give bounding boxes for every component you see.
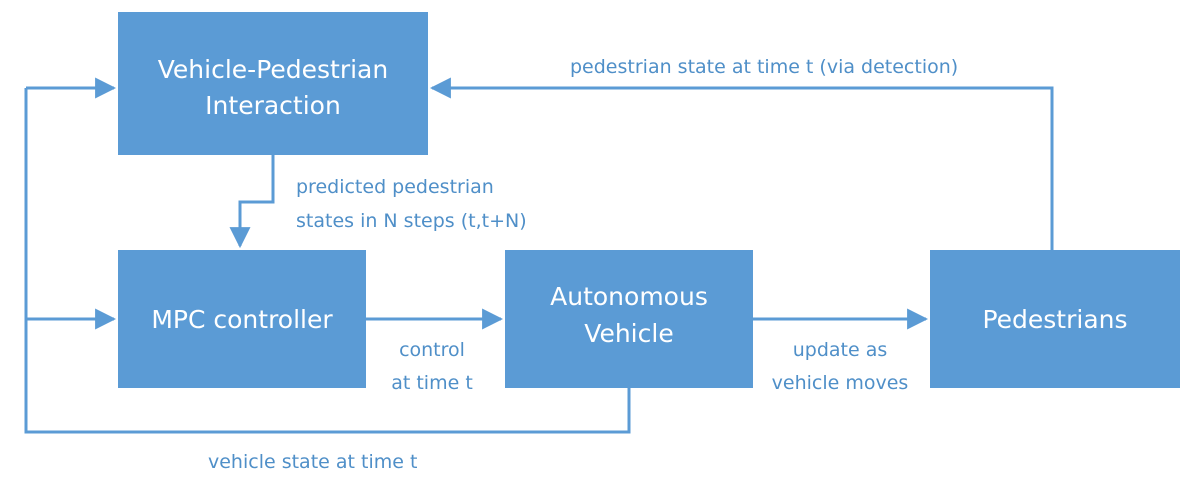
vehicle-state-label: vehicle state at time t [208, 451, 417, 473]
autonomous-vehicle-box [505, 250, 753, 388]
mpc-controller-box [118, 250, 366, 388]
control-label-line2: at time t [391, 372, 473, 394]
predicted-states-label-line2: states in N steps (t,t+N) [296, 210, 527, 232]
autonomous-vehicle-label-line2: Vehicle [584, 319, 673, 348]
vehicle-state-feedback-line [24, 88, 631, 434]
pedestrians-label: Pedestrians [982, 305, 1127, 334]
interaction-box [118, 12, 428, 155]
predicted-states-label-line1: predicted pedestrian [296, 176, 494, 198]
update-label-line2: vehicle moves [772, 372, 909, 394]
predicted-states-arrow [229, 155, 275, 249]
autonomous-vehicle-label-line1: Autonomous [550, 282, 708, 311]
interaction-label-line1: Vehicle-Pedestrian [158, 55, 388, 84]
pedestrian-state-arrow [429, 77, 1054, 250]
update-label-line1: update as [793, 339, 888, 361]
interaction-label-line2: Interaction [205, 91, 341, 120]
control-label-line1: control [399, 339, 465, 361]
mpc-controller-label: MPC controller [151, 305, 333, 334]
pedestrian-state-label: pedestrian state at time t (via detectio… [570, 56, 958, 78]
pedestrians-box [930, 250, 1180, 388]
